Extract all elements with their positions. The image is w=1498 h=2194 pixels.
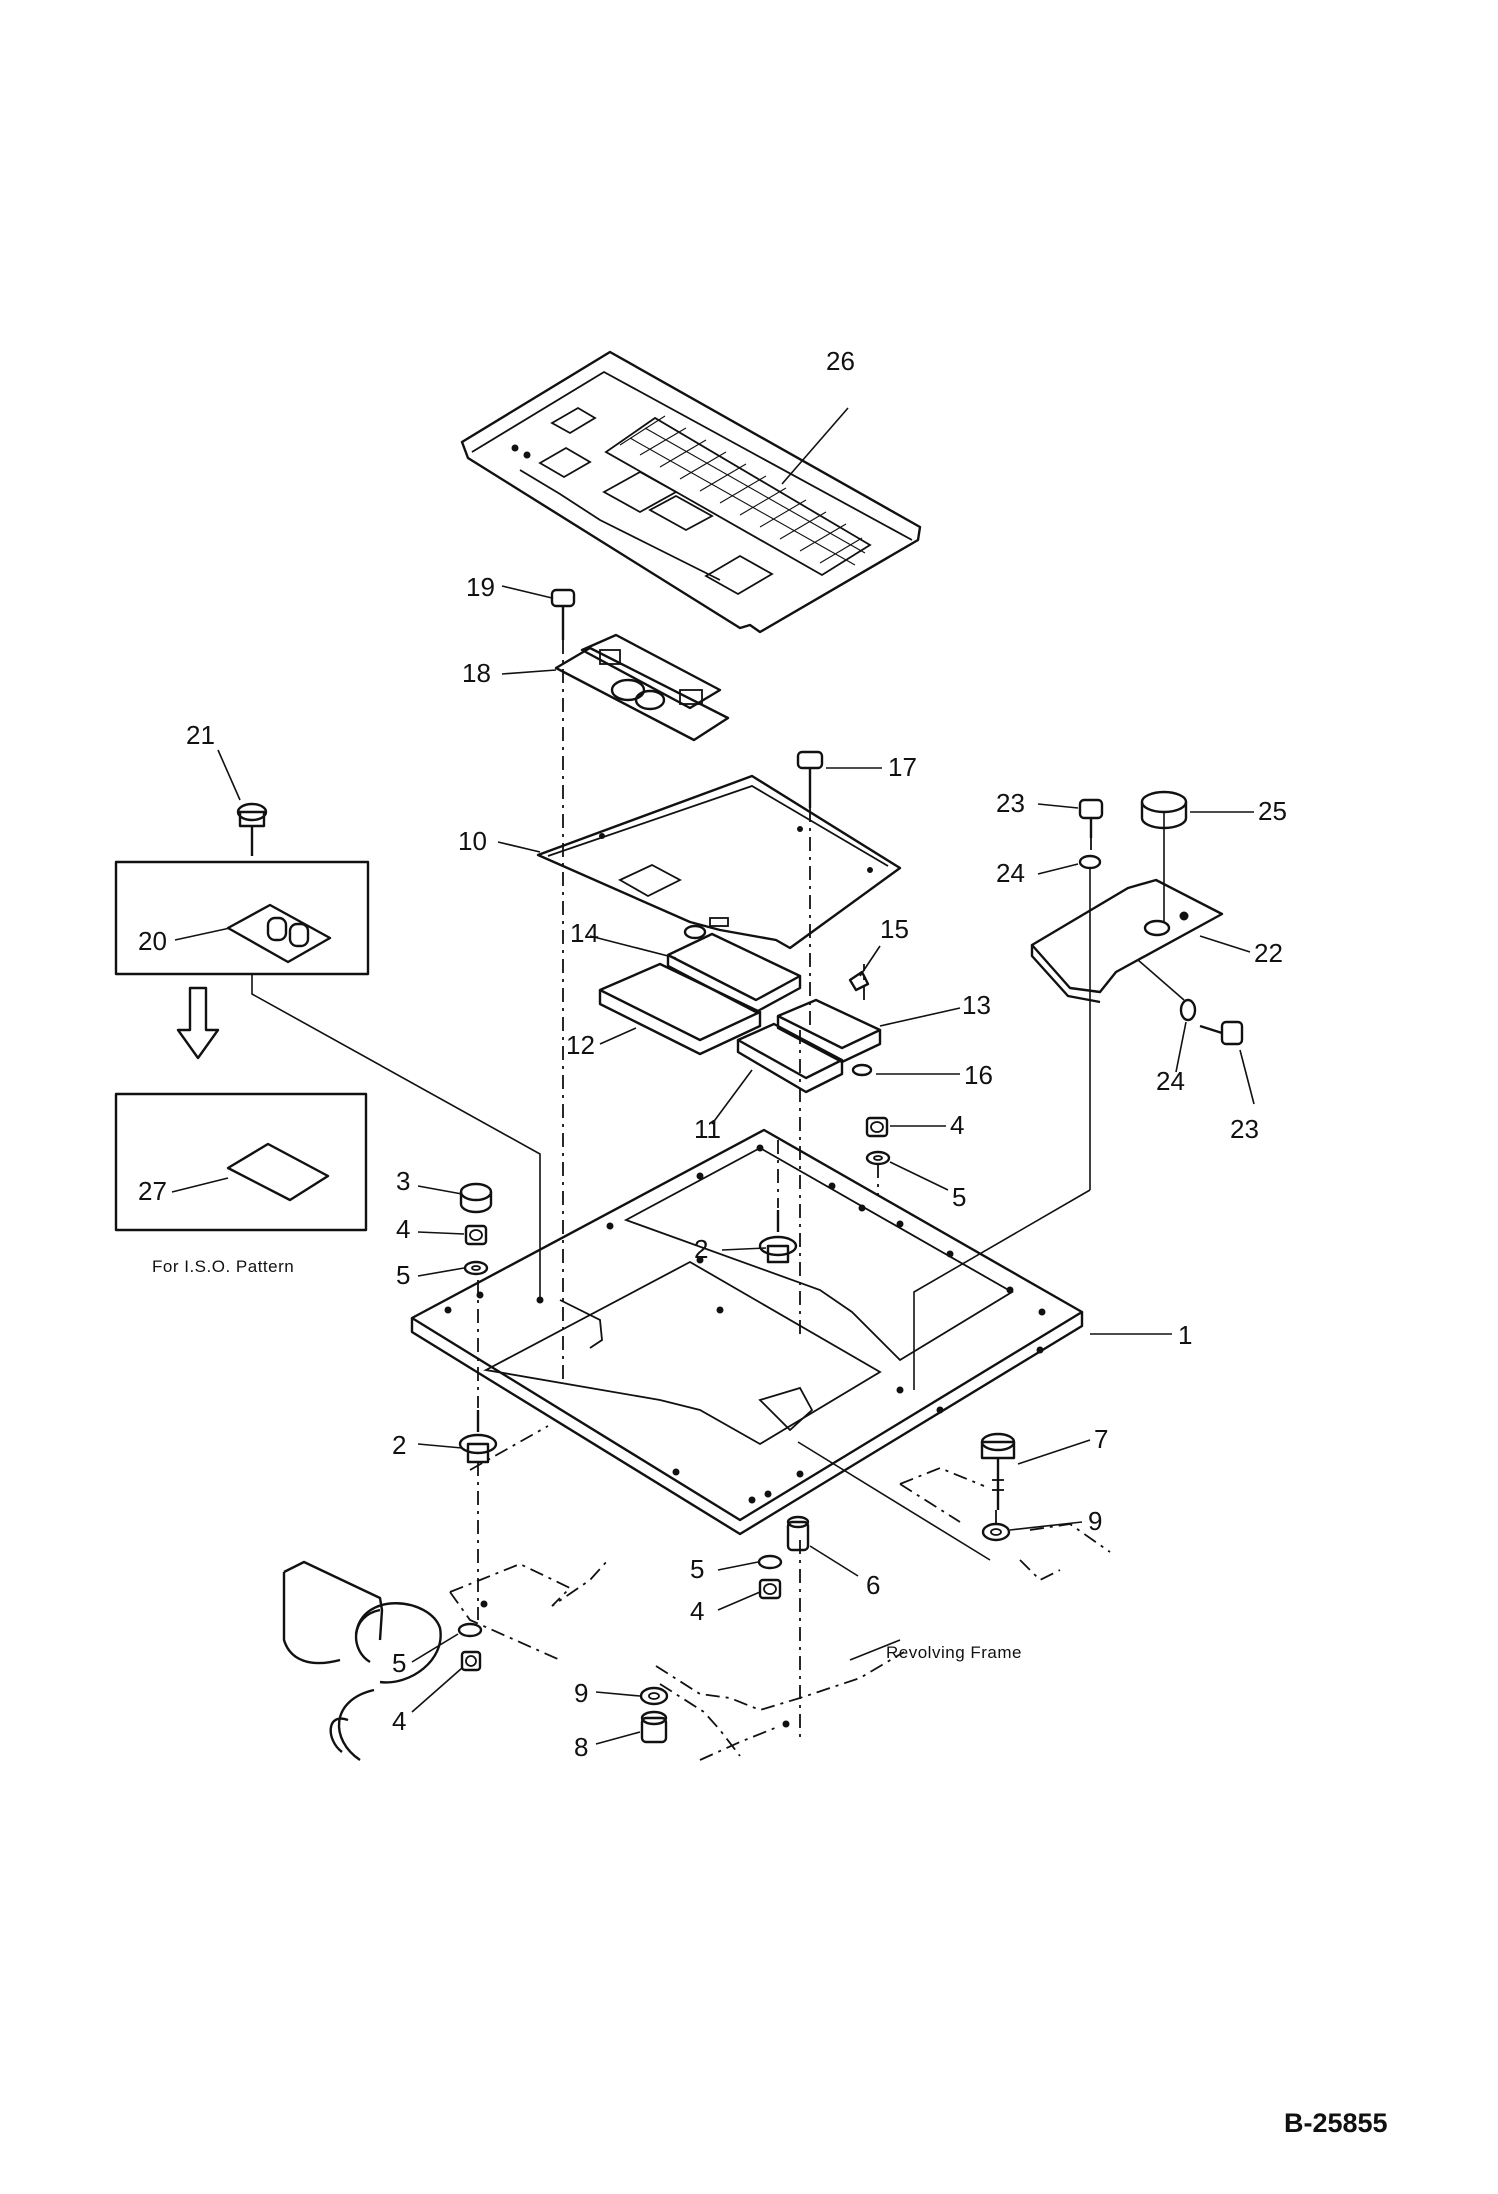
callout-1: 1: [1178, 1320, 1192, 1350]
plate-part-10: [536, 774, 902, 950]
clip-part-15: [848, 970, 870, 992]
nut-part-8: [640, 1710, 668, 1744]
callout-4-left: 4: [396, 1214, 410, 1244]
callout-4-upper-right: 4: [950, 1110, 964, 1140]
callout-23-upper: 23: [996, 788, 1025, 818]
washer-part-16: [851, 1063, 873, 1077]
floor-mat-part-26: [460, 350, 922, 634]
nut-part-4-lower-left: [460, 1650, 482, 1672]
callout-5-upper-right: 5: [952, 1182, 966, 1212]
spacer-part-6: [786, 1515, 810, 1552]
pad-part-12: [598, 962, 762, 1056]
callout-18: 18: [462, 658, 491, 688]
callout-3: 3: [396, 1166, 410, 1196]
callout-7: 7: [1094, 1424, 1108, 1454]
callout-27: 27: [138, 1176, 167, 1206]
callout-24-upper: 24: [996, 858, 1025, 888]
mount-part-2-left: [458, 1410, 498, 1464]
callout-11: 11: [694, 1114, 721, 1144]
callout-9-right: 9: [1088, 1506, 1102, 1536]
washer-part-9-lower: [639, 1686, 669, 1706]
callout-23-lower: 23: [1230, 1114, 1259, 1144]
caption-iso-pattern: For I.S.O. Pattern: [152, 1257, 294, 1276]
bracket-part-22: [1030, 878, 1224, 1004]
washer-part-5-center: [757, 1554, 783, 1570]
washer-part-5-left: [463, 1260, 489, 1276]
bolt-part-19: [550, 588, 576, 640]
callout-12: 12: [566, 1030, 595, 1060]
bolt-part-7: [980, 1432, 1016, 1510]
assembly-lines: [251, 640, 1185, 1740]
bracket-part-18: [554, 633, 730, 742]
down-arrow-icon: [176, 986, 220, 1060]
washer-part-24-upper: [1078, 854, 1102, 870]
iso-box-upper: [114, 860, 370, 976]
callout-17: 17: [888, 752, 917, 782]
callout-9-lower: 9: [574, 1678, 588, 1708]
callout-19: 19: [466, 572, 495, 602]
cap-part-3: [459, 1182, 493, 1214]
callout-21: 21: [186, 720, 215, 750]
pad-part-11: [736, 1022, 844, 1094]
callout-4-lower-left: 4: [392, 1706, 406, 1736]
nut-part-4-upper-right: [865, 1116, 889, 1138]
pad-part-14: [666, 932, 802, 1014]
bolt-part-21: [236, 802, 268, 856]
callout-25: 25: [1258, 796, 1287, 826]
callout-6: 6: [866, 1570, 880, 1600]
callout-5-lower-left: 5: [392, 1648, 406, 1678]
callout-20: 20: [138, 926, 167, 956]
bolt-part-17: [796, 750, 824, 808]
caption-revolving-frame: Revolving Frame: [886, 1643, 1022, 1662]
mount-part-2-center: [758, 1210, 798, 1264]
bolt-part-23-lower: [1199, 1020, 1244, 1046]
bolt-part-23-upper: [1078, 798, 1104, 838]
revolving-frame-left: [282, 1559, 609, 1761]
callout-22: 22: [1254, 938, 1283, 968]
callout-13: 13: [962, 990, 991, 1020]
callout-26: 26: [826, 346, 855, 376]
drawing-number: B-25855: [1284, 2108, 1388, 2138]
callout-5-center: 5: [690, 1554, 704, 1584]
callout-2-center: 2: [694, 1234, 708, 1264]
nut-part-4-left: [464, 1224, 488, 1246]
callout-2-left: 2: [392, 1430, 406, 1460]
iso-box-lower: [114, 1092, 368, 1232]
callout-16: 16: [964, 1060, 993, 1090]
callout-24-lower: 24: [1156, 1066, 1185, 1096]
callout-leaders: [171, 407, 1255, 1745]
callout-15: 15: [880, 914, 909, 944]
washer-part-24-lower: [1179, 998, 1197, 1022]
callout-5-left: 5: [396, 1260, 410, 1290]
callout-4-center: 4: [690, 1596, 704, 1626]
nut-part-4-center: [758, 1578, 782, 1600]
revolving-frame-right: [655, 1467, 1111, 1761]
callout-14: 14: [570, 918, 599, 948]
washer-part-5-upper-right: [865, 1150, 891, 1166]
washer-part-5-lower-left: [457, 1622, 483, 1638]
washer-part-9-right: [981, 1522, 1011, 1542]
floor-frame-part-1: [410, 1128, 1084, 1536]
callout-10: 10: [458, 826, 487, 856]
callout-8: 8: [574, 1732, 588, 1762]
callout-labels: 26 19 18 17 21 10 14 15 20 13 12 16 11 2…: [138, 346, 1287, 1762]
